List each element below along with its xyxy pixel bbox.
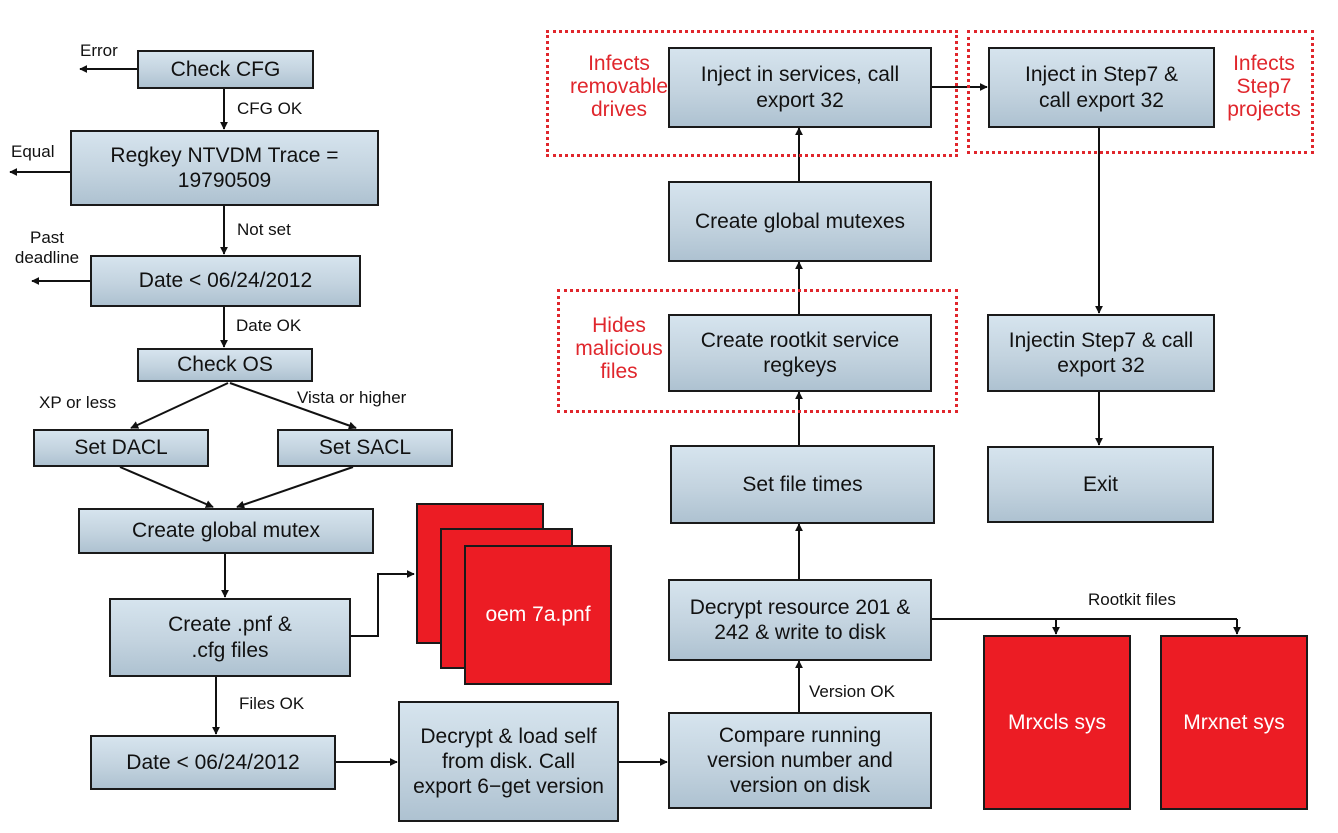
node-inject-services[interactable]: Inject in services, call export 32 — [668, 47, 932, 128]
label-error: Error — [80, 41, 118, 60]
node-check-cfg[interactable]: Check CFG — [137, 50, 314, 89]
node-regkey-ntvdm[interactable]: Regkey NTVDM Trace = 19790509 — [70, 130, 379, 206]
node-compare-version[interactable]: Compare running version number and versi… — [668, 712, 932, 809]
group-hides-files — [557, 289, 958, 413]
label-rootkit-files: Rootkit files — [1088, 590, 1176, 609]
label-version-ok: Version OK — [809, 682, 895, 701]
node-date-check-2[interactable]: Date < 06/24/2012 — [90, 735, 336, 790]
node-set-file-times[interactable]: Set file times — [670, 445, 935, 524]
node-set-dacl[interactable]: Set DACL — [33, 429, 209, 467]
node-exit[interactable]: Exit — [987, 446, 1214, 523]
node-decrypt-resource[interactable]: Decrypt resource 201 & 242 & write to di… — [668, 579, 932, 661]
annotation-hides-files: Hides malicious files — [575, 314, 663, 384]
label-xp-or-less: XP or less — [39, 393, 117, 412]
node-inject-step7[interactable]: Inject in Step7 & call export 32 — [988, 47, 1215, 128]
node-create-rootkit-regkeys[interactable]: Create rootkit service regkeys — [668, 314, 932, 392]
file-mrxnet-sys: Mrxnet sys — [1160, 635, 1308, 810]
node-decrypt-load-self[interactable]: Decrypt & load self from disk. Call expo… — [398, 701, 619, 822]
node-create-global-mutexes[interactable]: Create global mutexes — [668, 181, 932, 262]
file-mrxcls-sys: Mrxcls sys — [983, 635, 1131, 810]
label-files-ok: Files OK — [239, 694, 305, 713]
edge-dacl-mutex — [119, 466, 214, 508]
annotation-infects-step7: Infects Step7 projects — [1227, 52, 1301, 122]
label-cfg-ok: CFG OK — [237, 99, 303, 118]
label-equal: Equal — [11, 142, 55, 161]
label-past-deadline: Past deadline — [14, 228, 80, 267]
group-infects-removable — [546, 30, 958, 157]
node-check-os[interactable]: Check OS — [137, 348, 313, 382]
edge-sacl-mutex — [236, 466, 354, 509]
node-create-global-mutex[interactable]: Create global mutex — [78, 508, 374, 554]
edge-vista — [229, 382, 357, 430]
label-date-ok: Date OK — [236, 316, 302, 335]
annotation-infects-removable: Infects removable drives — [569, 52, 669, 122]
node-injectin-step7[interactable]: Injectin Step7 & call export 32 — [987, 314, 1215, 392]
file-oem-7a-pnf: oem 7a.pnf — [464, 545, 612, 685]
node-date-check-1[interactable]: Date < 06/24/2012 — [90, 255, 361, 307]
label-not-set: Not set — [237, 220, 291, 239]
edge-xp — [130, 382, 229, 429]
node-set-sacl[interactable]: Set SACL — [277, 429, 453, 467]
label-vista-or-higher: Vista or higher — [297, 388, 407, 407]
node-create-pnf-cfg[interactable]: Create .pnf & .cfg files — [109, 598, 351, 677]
edge-pnf-oem — [350, 570, 415, 637]
group-infects-step7 — [967, 30, 1314, 154]
